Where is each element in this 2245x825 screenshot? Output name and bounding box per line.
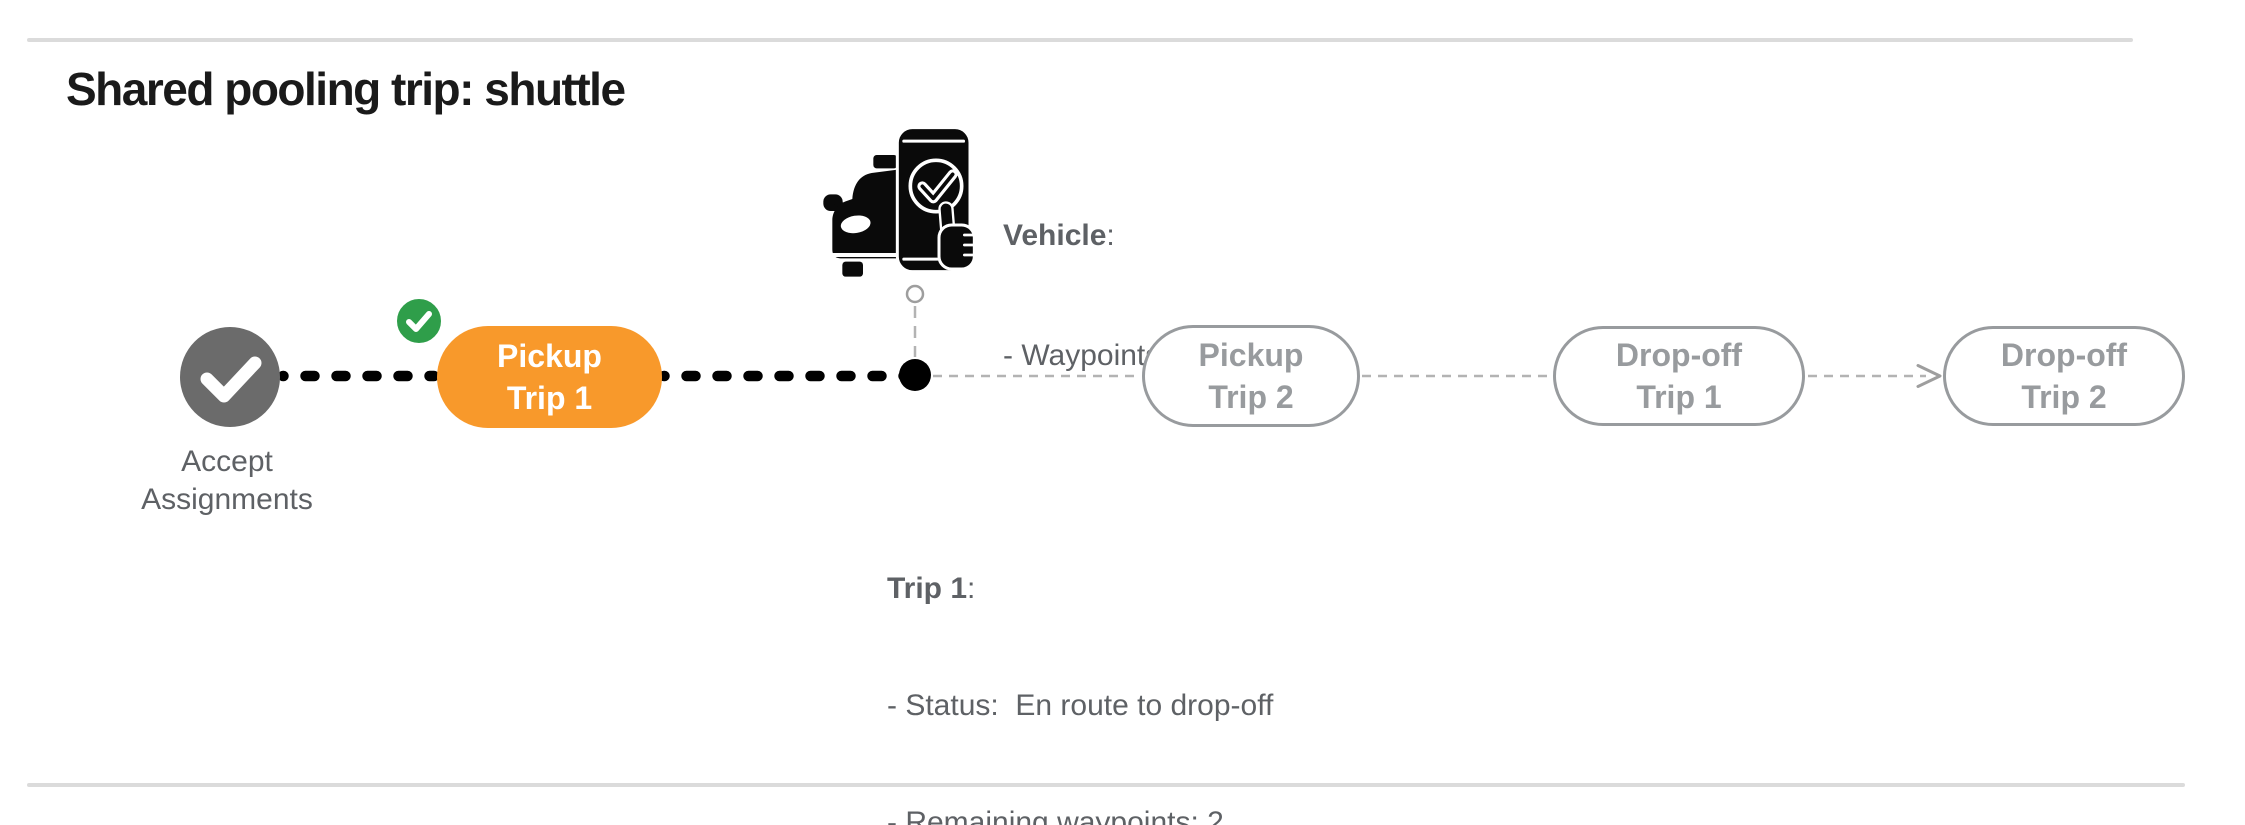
arrowhead-icon: [1916, 364, 1942, 388]
pill-line1: Pickup: [1198, 337, 1304, 373]
pill-line2: Trip 2: [2021, 379, 2107, 415]
vehicle-info-heading: Vehicle:: [1003, 219, 1115, 252]
pill-line1: Drop-off: [2000, 337, 2128, 373]
bottom-divider: [27, 783, 2185, 787]
car-window: [840, 215, 871, 234]
completed-badge: [394, 296, 444, 346]
trip1-status-line: - Status: En route to drop-off: [887, 689, 1274, 722]
phone-screen-top-line: [902, 139, 965, 143]
trip1-heading: Trip 1:: [887, 572, 976, 605]
trip1-label: Trip 1: [887, 572, 968, 605]
pill-line2: Trip 2: [1208, 379, 1294, 415]
hand-fist: [937, 223, 976, 271]
trip1-waypoints-line: - Remaining waypoints: 2: [887, 806, 1224, 825]
node-dropoff-trip-2: Drop-off Trip 2: [1943, 326, 2185, 426]
node-pickup-trip-1: Pickup Trip 1: [437, 326, 662, 428]
pill-line1: Drop-off: [1615, 337, 1743, 373]
check-icon: [200, 356, 262, 403]
top-divider: [27, 38, 2133, 42]
sill-gap: [831, 253, 903, 257]
pill-line1: Pickup: [497, 338, 602, 374]
vehicle-position-dot: [899, 359, 931, 391]
taxi-sign: [873, 155, 898, 169]
node-pickup-trip-2: Pickup Trip 2: [1142, 325, 1360, 427]
page-title: Shared pooling trip: shuttle: [66, 63, 626, 115]
vehicle-info-panel: Vehicle: - Waypoints: 3: [1003, 136, 1194, 456]
node-accept-assignments-label: Accept Assignments: [141, 445, 313, 516]
vehicle-label: Vehicle: [1003, 219, 1107, 252]
pill-line2: Trip 1: [1636, 379, 1722, 415]
trip-status-panel: Trip 1: - Status: En route to drop-off -…: [887, 491, 1273, 825]
pill-line2: Trip 1: [506, 380, 593, 416]
car-body: [832, 169, 903, 259]
node-dropoff-trip-1: Drop-off Trip 1: [1553, 326, 1805, 426]
check-badge-icon: [406, 311, 432, 332]
car-wheel: [842, 261, 863, 277]
vehicle-phone-check-icon: [823, 126, 976, 277]
node-accept-assignments: [180, 327, 280, 427]
vehicle-link-ring: [905, 284, 925, 304]
